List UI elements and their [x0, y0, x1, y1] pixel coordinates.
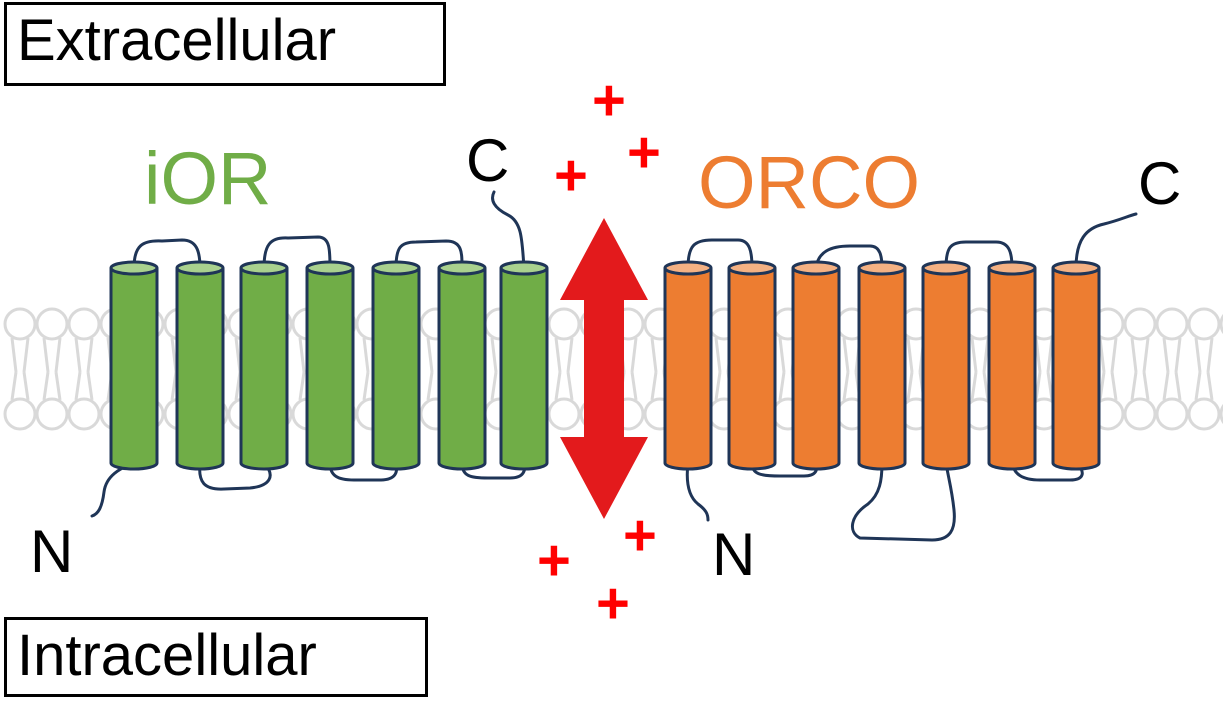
- orco-extracellular-loop-3: [944, 240, 1014, 270]
- lipid-molecule-pair: [1187, 307, 1221, 431]
- ion-flow-double-arrow: [560, 218, 648, 519]
- cations: + + + + + +: [537, 68, 661, 636]
- ior-extracellular-loop-3: [394, 239, 464, 270]
- ior-extracellular-loop-2: [262, 235, 332, 270]
- orco-label: ORCO: [698, 141, 920, 224]
- ior-helix: [305, 260, 355, 471]
- orco-n-terminus-label: N: [712, 521, 755, 588]
- lipid-molecule-pair: [1155, 307, 1189, 431]
- lipid-molecule-pair: [35, 307, 69, 431]
- cation-symbol: +: [554, 143, 588, 208]
- ior-label: iOR: [144, 137, 271, 220]
- orco-helices: [663, 260, 1101, 471]
- ior-intracellular-loop-2: [328, 461, 399, 482]
- orco-helix: [791, 260, 841, 471]
- ior-extracellular-loop-1: [132, 238, 202, 270]
- orco-helix: [987, 260, 1037, 471]
- orco-c-terminus-tail: [1074, 212, 1138, 270]
- cation-symbol: +: [627, 120, 661, 185]
- cation-symbol: +: [592, 68, 626, 133]
- lipid-molecule-pair: [1091, 307, 1125, 431]
- lipid-molecule-pair: [1123, 307, 1157, 431]
- ior-helix: [239, 260, 289, 471]
- orco-helix: [921, 260, 971, 471]
- orco-n-terminus-tail: [685, 461, 710, 522]
- orco-helix: [663, 260, 713, 471]
- ior-helix: [371, 260, 421, 471]
- orco-intracellular-loop-2: [851, 461, 956, 542]
- ior-helix: [437, 260, 487, 471]
- orco-intracellular-loop-3: [1010, 461, 1084, 482]
- orco-extracellular-loop-2: [814, 244, 884, 270]
- cation-symbol: +: [623, 503, 657, 568]
- orco-helix: [1051, 260, 1101, 471]
- ior-helices: [109, 260, 549, 471]
- lipid-molecule-pair: [67, 307, 101, 431]
- lipid-molecule-pair: [1219, 313, 1223, 425]
- ior-helix: [499, 260, 549, 471]
- ior-c-terminus-tail: [491, 190, 526, 270]
- ior-intracellular-loop-1: [198, 461, 272, 491]
- intracellular-label: Intracellular: [4, 617, 428, 697]
- cation-symbol: +: [596, 571, 630, 636]
- orco-helix: [727, 260, 777, 471]
- ior-n-terminus-tail: [90, 461, 136, 518]
- orco-extracellular-loop-1: [686, 238, 754, 270]
- lipid-molecule-pair: [547, 307, 581, 431]
- lipid-molecule-pair: [3, 307, 37, 431]
- ior-helix: [175, 260, 225, 471]
- extracellular-label: Extracellular: [4, 2, 446, 86]
- ior-c-terminus-label: C: [466, 127, 509, 194]
- orco-helix: [857, 260, 907, 471]
- ior-n-terminus-label: N: [30, 518, 73, 585]
- orco-c-terminus-label: C: [1138, 150, 1181, 217]
- cation-symbol: +: [537, 528, 571, 593]
- ior-helix: [109, 260, 159, 471]
